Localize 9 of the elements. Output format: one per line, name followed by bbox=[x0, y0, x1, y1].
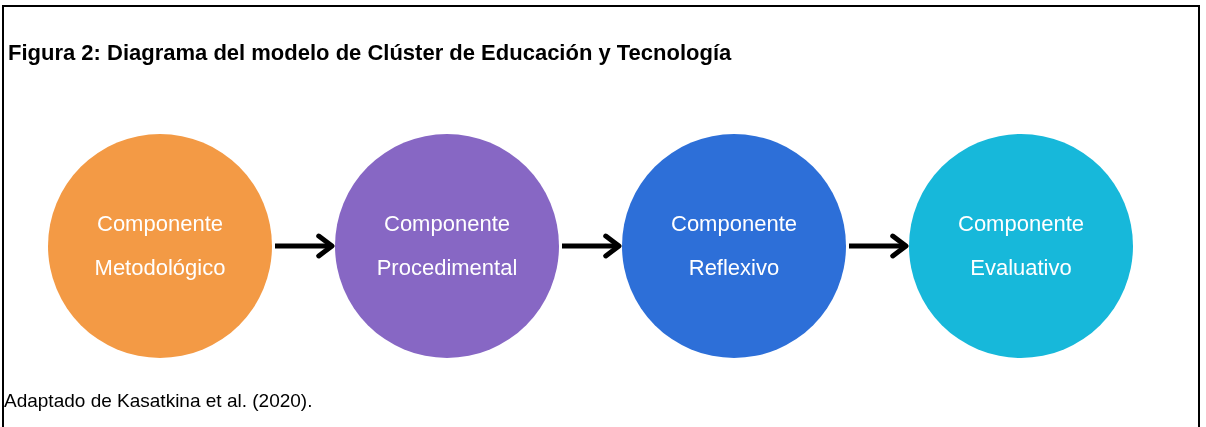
component-label: Componente Reflexivo bbox=[670, 210, 798, 282]
arrow bbox=[849, 233, 909, 259]
source-caption: Adaptado de Kasatkina et al. (2020). bbox=[4, 389, 313, 413]
figure-title: Figura 2: Diagrama del modelo de Clúster de Educación y Tecnología bbox=[8, 39, 732, 67]
component-label: Componente Metodológico bbox=[93, 210, 227, 282]
component-label: Componente Procedimental bbox=[375, 210, 519, 282]
arrow bbox=[275, 233, 335, 259]
component-label: Componente Evaluativo bbox=[957, 210, 1085, 282]
arrow bbox=[562, 233, 622, 259]
